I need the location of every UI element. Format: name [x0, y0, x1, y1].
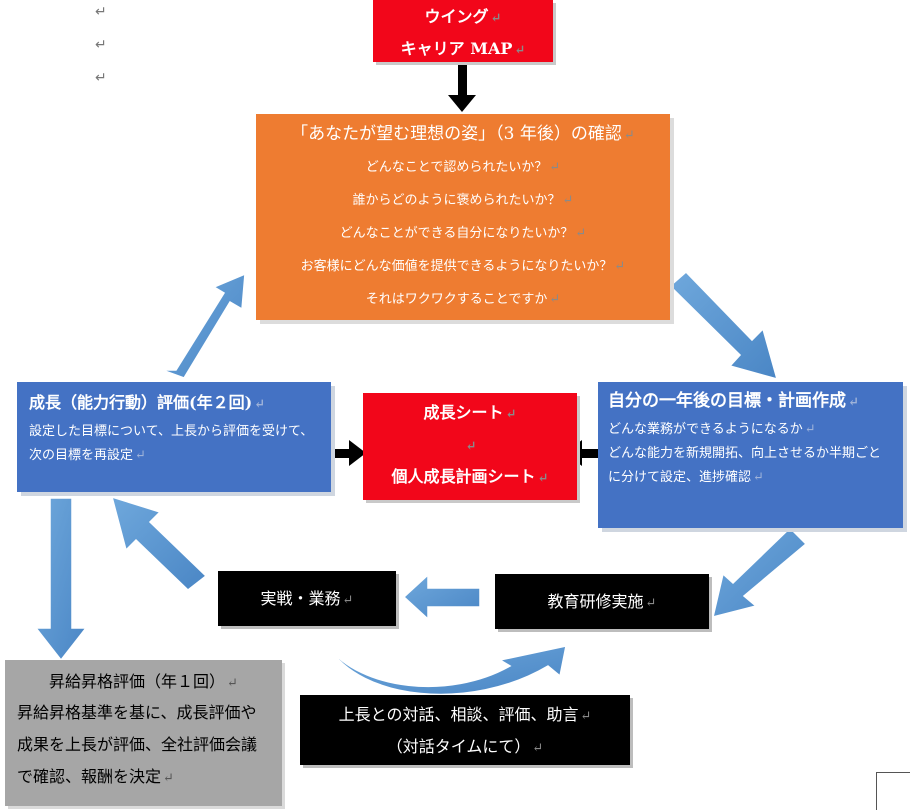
- goal-heading: 自分の一年後の目標・計画作成: [608, 391, 846, 411]
- title-box: ウイング↵ キャリア MAP↵: [373, 0, 553, 62]
- practice-box: 実戦・業務↵: [218, 571, 396, 626]
- promotion-body: 昇給昇格基準を基に、成長評価や成果を上長が評価、全社評価会議で確認、報酬を決定: [17, 703, 258, 786]
- vision-question: 誰からどのように褒められたいか？: [352, 193, 561, 208]
- arrow-vision-to-goal: [668, 270, 779, 381]
- vision-box: 「あなたが望む理想の姿」（3 年後）の確認↵ どんなことで認められたいか？↵ 誰…: [256, 114, 670, 320]
- evaluation-heading: 成長（能力行動）評価(年２回): [29, 393, 253, 412]
- goal-box: 自分の一年後の目標・計画作成↵ どんな業務ができるようになるか↵ どんな能力を新…: [598, 382, 903, 528]
- vision-question: お客様にどんな価値を提供できるようになりたいか？: [300, 259, 613, 274]
- arrow-eval-to-promotion: [34, 497, 88, 662]
- arrow-curved-practice-to-training: [327, 645, 567, 696]
- promotion-box: 昇給昇格評価（年１回）↵ 昇給昇格基準を基に、成長評価や成果を上長が評価、全社評…: [5, 660, 282, 806]
- evaluation-body: 設定した目標について、上長から評価を受けて、次の目標を再設定: [29, 424, 314, 463]
- arrow-eval-to-vision: [161, 272, 246, 379]
- paragraph-mark: ↵: [95, 70, 107, 86]
- dialogue-box: 上長との対話、相談、評価、助言↵ （対話タイムにて）↵: [300, 695, 630, 765]
- title-line-1: ウイング: [424, 7, 489, 26]
- page-corner-mark: [876, 772, 910, 810]
- arrow-goal-to-training: [711, 526, 808, 619]
- paragraph-mark: ↵: [95, 4, 107, 20]
- dialogue-line-2: （対話タイムにて）: [386, 737, 531, 756]
- vision-heading: 「あなたが望む理想の姿」（3 年後）の確認: [291, 124, 622, 144]
- promotion-heading: 昇給昇格評価（年１回）: [49, 672, 226, 691]
- training-box: 教育研修実施↵: [495, 574, 709, 629]
- vision-question: それはワクワクすることですか: [365, 292, 548, 307]
- arrow-practice-to-eval: [110, 495, 208, 591]
- vision-question: どんなことで認められたいか？: [365, 160, 548, 175]
- growth-sheet-line-1: 成長シート: [423, 403, 504, 422]
- goal-line-1: どんな業務ができるようになるか: [608, 422, 803, 437]
- arrow-eval-to-sheet: [324, 440, 366, 466]
- growth-sheet-line-2: 個人成長計画シート: [391, 467, 536, 486]
- dialogue-line-1: 上長との対話、相談、評価、助言: [338, 705, 579, 724]
- growth-sheet-box: 成長シート↵ ↵ 個人成長計画シート↵: [363, 393, 577, 500]
- vision-question: どんなことができる自分になりたいか？: [339, 226, 574, 241]
- arrow-down-black: [448, 63, 476, 112]
- evaluation-box: 成長（能力行動）評価(年２回)↵ 設定した目標について、上長から評価を受けて、次…: [17, 382, 331, 492]
- title-line-2: キャリア MAP: [400, 39, 513, 58]
- practice-label: 実戦・業務: [260, 589, 341, 608]
- goal-line-2: どんな能力を新規開拓、向上させるか半期ごとに分けて設定、進捗確認: [608, 446, 882, 485]
- arrow-training-to-practice: [402, 573, 481, 621]
- paragraph-mark: ↵: [95, 37, 107, 53]
- training-label: 教育研修実施: [547, 592, 644, 611]
